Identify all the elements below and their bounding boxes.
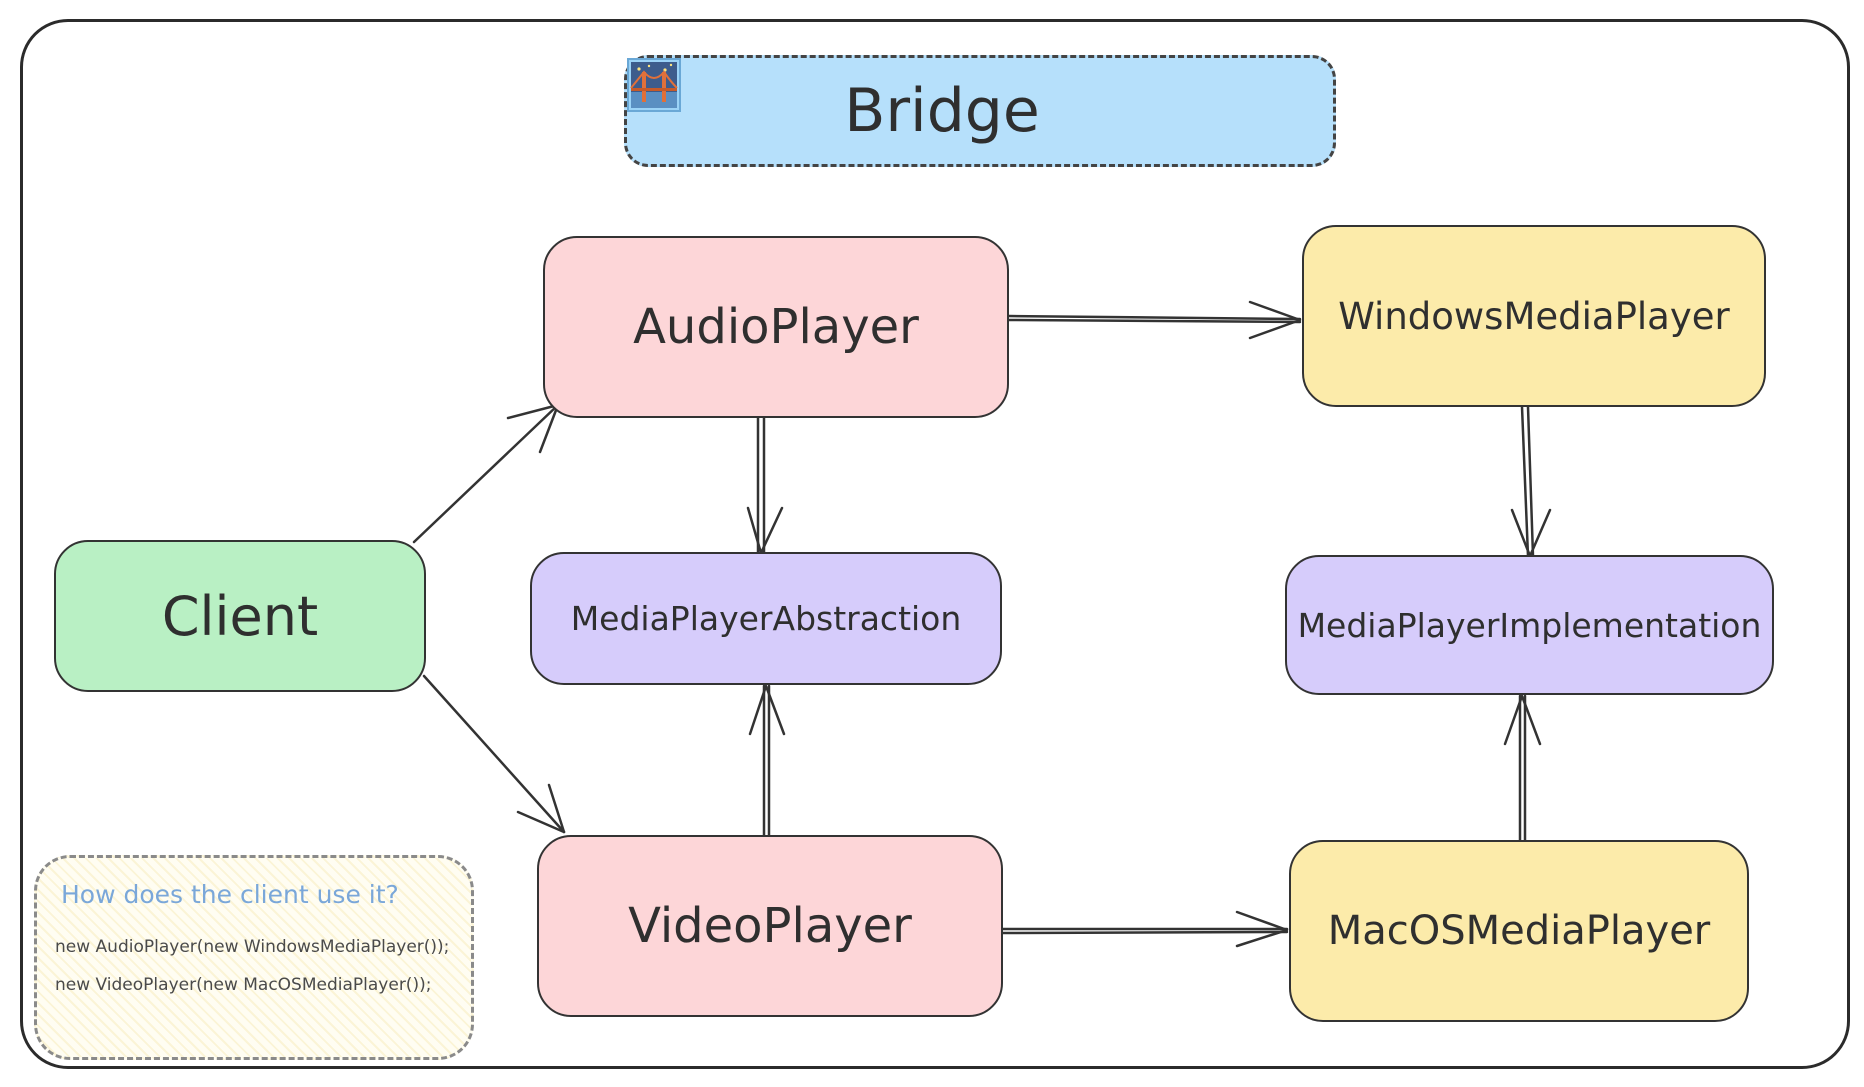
arrowhead-macos-implementation — [1503, 694, 1542, 746]
node-audio-player: AudioPlayer — [543, 236, 1009, 418]
node-video-player: VideoPlayer — [537, 835, 1003, 1017]
usage-note-title: How does the client use it? — [61, 880, 399, 909]
usage-note-line-audio: new AudioPlayer(new WindowsMediaPlayer()… — [55, 937, 450, 957]
node-client: Client — [54, 540, 426, 692]
node-macos-media-player: MacOSMediaPlayer — [1289, 840, 1749, 1022]
edge-audio-windows — [1007, 314, 1302, 321]
edge-audio-windows-2 — [1007, 318, 1302, 324]
usage-note: How does the client use it? new AudioPla… — [34, 855, 474, 1060]
diagram-frame — [20, 19, 1850, 1069]
diagram-title: Bridge — [844, 76, 1040, 146]
arrowhead-client-videoplayer — [516, 783, 566, 834]
arrowhead-video-abstraction — [748, 684, 786, 736]
bridge-at-night-icon — [627, 58, 1116, 138]
arrowhead-video-macos — [1235, 910, 1289, 948]
edge-client-audioplayer — [412, 403, 560, 544]
edge-windows-implementation — [1520, 405, 1530, 558]
diagram-title-box: Bridge — [624, 55, 1336, 167]
arrowhead-audio-windows — [1248, 300, 1302, 340]
node-windows-media-player: WindowsMediaPlayer — [1302, 225, 1766, 407]
node-media-player-implementation: MediaPlayerImplementation — [1285, 555, 1774, 695]
usage-note-line-video: new VideoPlayer(new MacOSMediaPlayer()); — [55, 975, 432, 995]
edge-video-macos-2 — [1001, 930, 1289, 935]
node-media-player-abstraction: MediaPlayerAbstraction — [530, 552, 1002, 685]
edge-windows-implementation-2 — [1526, 405, 1535, 558]
edge-client-videoplayer — [422, 674, 566, 834]
